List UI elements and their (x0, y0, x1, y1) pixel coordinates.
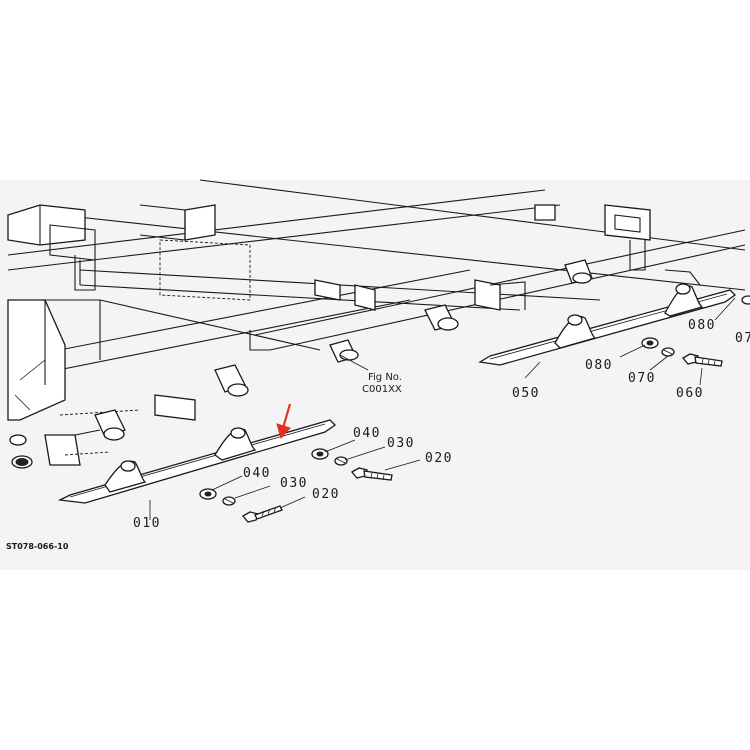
runner-050 (478, 269, 737, 366)
drawing-code: ST078-066-10 (6, 542, 69, 551)
callout-030-front: 030 (280, 476, 308, 491)
fig-ref-label: Fig No. (368, 372, 402, 383)
callout-030-mid: 030 (387, 436, 415, 451)
callout-040-mid: 040 (353, 426, 381, 441)
callout-07-cut: 07 (735, 331, 750, 346)
callout-080-upper: 080 (688, 318, 716, 333)
callout-040-front: 040 (243, 466, 271, 481)
diagram-background (0, 180, 750, 570)
fastener-set-mid (311, 448, 393, 481)
callout-070: 070 (628, 371, 656, 386)
callout-010: 010 (133, 516, 161, 531)
callout-020-mid: 020 (425, 451, 453, 466)
red-arrow-indicator (276, 403, 292, 440)
callout-060: 060 (676, 386, 704, 401)
leader-lines (149, 297, 736, 520)
runner-010 (57, 419, 337, 504)
fastener-set-front (199, 488, 283, 523)
chassis-frame (7, 179, 746, 469)
callout-labels: 010 040 030 020 040 030 020 050 060 070 … (6, 318, 750, 551)
callout-050: 050 (512, 386, 540, 401)
callout-020-front: 020 (312, 487, 340, 502)
fig-ref-code: C001XX (362, 384, 402, 395)
callout-080-lower: 080 (585, 358, 613, 373)
